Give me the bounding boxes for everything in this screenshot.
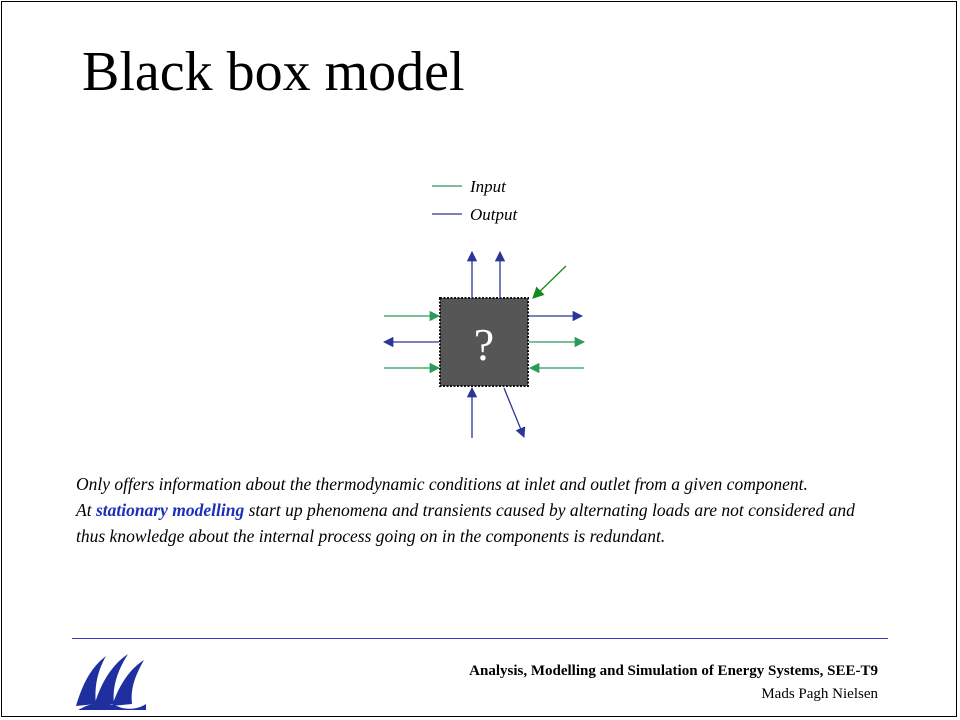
legend-input-label: Input [469,177,507,196]
body-paragraph-2: At stationary modelling start up phenome… [76,497,876,549]
input-arrow-diagonal-highlight [532,265,567,299]
legend-output-label: Output [470,205,519,224]
body-paragraph-2-prefix: At [76,500,96,520]
footer-course-title: Analysis, Modelling and Simulation of En… [469,663,878,679]
body-paragraph-1: Only offers information about the thermo… [76,474,808,494]
diagram-legend: Input Output [432,177,519,224]
footer-author: Mads Pagh Nielsen [761,686,878,702]
black-box-question-mark: ? [474,319,494,370]
university-logo-icon [76,654,146,710]
black-box-diagram: Input Output ? [382,177,586,438]
stationary-modelling-term: stationary modelling [95,500,245,520]
slide-title: Black box model [82,41,465,103]
output-arrow-bottom-diagonal [503,387,526,438]
footer-divider [72,638,888,639]
black-box [439,297,529,387]
body-text: Only offers information about the thermo… [76,471,876,549]
body-paragraph-2-rest: start up phenomena and transients caused… [76,500,855,546]
